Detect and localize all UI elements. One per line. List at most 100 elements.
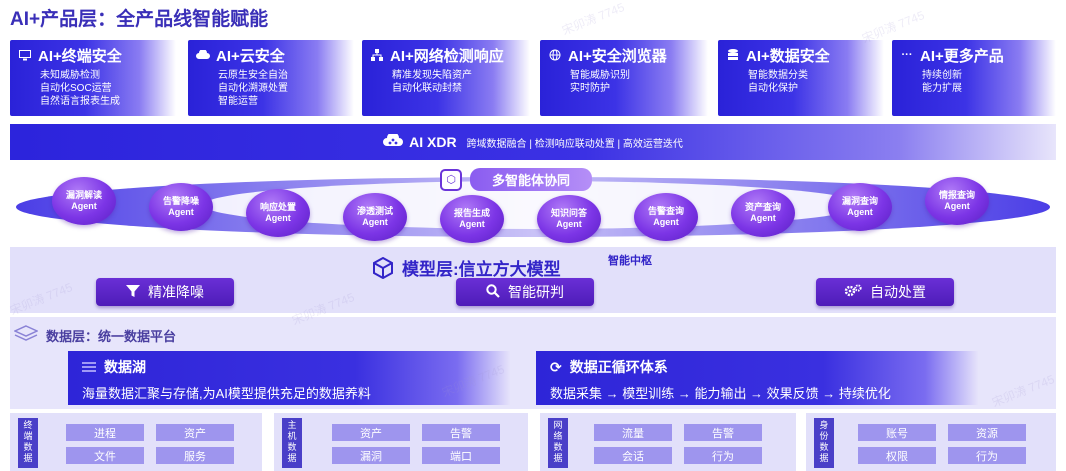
source-label: 主机数据 [282, 418, 302, 468]
source-chip[interactable]: 资产 [332, 424, 410, 441]
button-label: 智能研判 [508, 284, 564, 300]
xdr-subtitle: 跨域数据融合 | 检测响应联动处置 | 高效运营迭代 [466, 138, 683, 150]
product-feature: 自动化SOC运营 [40, 83, 112, 94]
model-layer: 模型层:信立方大模型 智能中枢 精准降噪 智能研判 自动处置 [10, 247, 1056, 313]
gears-icon [844, 283, 862, 301]
refresh-icon: ⟳ [550, 358, 562, 375]
product-feature: 自然语言报表生成 [40, 96, 120, 107]
agent-name: 情报查询 [938, 190, 975, 200]
product-feature: 实时防护 [570, 83, 610, 94]
source-chip[interactable]: 账号 [858, 424, 936, 441]
source-chip[interactable]: 漏洞 [332, 447, 410, 464]
source-chip[interactable]: 进程 [66, 424, 144, 441]
cloud-icon [196, 48, 210, 62]
agent-name: 报告生成 [453, 208, 490, 218]
smart-analysis-button[interactable]: 智能研判 [456, 278, 594, 306]
source-chip[interactable]: 流量 [594, 424, 672, 441]
agent-name: 知识问答 [550, 208, 587, 218]
data-lake-title: 数据湖 [104, 359, 146, 375]
product-name: AI+终端安全 [38, 47, 122, 65]
precise-denoise-button[interactable]: 精准降噪 [96, 278, 234, 306]
product-card-data[interactable]: AI+数据安全 智能数据分类自动化保护 [718, 40, 884, 116]
product-feature: 自动化溯源处置 [218, 83, 288, 94]
product-name: AI+数据安全 [746, 47, 830, 65]
product-feature: 自动化联动封禁 [392, 83, 462, 94]
product-feature: 精准发现失陷资产 [392, 70, 472, 81]
product-name: AI+更多产品 [920, 47, 1004, 65]
product-name: AI+云安全 [216, 47, 285, 65]
agent-name: 告警查询 [647, 206, 684, 216]
data-layer: 数据层：统一数据平台 数据湖 海量数据汇聚与存储,为AI模型提供充足的数据养料 … [10, 317, 1056, 409]
product-name: AI+网络检测响应 [390, 47, 504, 65]
source-chip[interactable]: 文件 [66, 447, 144, 464]
source-chip[interactable]: 服务 [156, 447, 234, 464]
button-label: 精准降噪 [148, 284, 204, 300]
layers-icon [13, 325, 39, 346]
product-feature: 持续创新 [922, 70, 962, 81]
network-icon [370, 48, 384, 62]
more-icon: ··· [901, 49, 913, 61]
product-card-browser[interactable]: AI+安全浏览器 智能威胁识别实时防护 [540, 40, 708, 116]
data-sources: 终端数据 进程 资产 文件 服务 主机数据 资产 告警 漏洞 端口 网络数据 流… [10, 413, 1056, 471]
page-title: AI+产品层：全产品线智能赋能 [10, 9, 269, 30]
data-layer-title: 数据层：统一数据平台 [46, 329, 177, 344]
data-lake-desc: 海量数据汇聚与存储,为AI模型提供充足的数据养料 [82, 386, 371, 401]
product-feature: 未知威胁检测 [40, 70, 100, 81]
source-chip[interactable]: 权限 [858, 447, 936, 464]
source-chip[interactable]: 告警 [422, 424, 500, 441]
auto-dispose-button[interactable]: 自动处置 [816, 278, 954, 306]
button-label: 自动处置 [870, 284, 926, 300]
database-icon [726, 48, 740, 62]
agent-suffix: Agent [168, 207, 194, 217]
source-chip[interactable]: 端口 [422, 447, 500, 464]
product-feature: 自动化保护 [748, 83, 798, 94]
monitor-icon [18, 48, 32, 62]
source-chip[interactable]: 行为 [948, 447, 1026, 464]
cloud-network-icon [383, 131, 404, 151]
agent-suffix: Agent [362, 217, 388, 227]
agent-suffix: Agent [653, 217, 679, 227]
xdr-title: AI XDR [409, 134, 457, 150]
network-data-group: 网络数据 流量 告警 会话 行为 [540, 413, 796, 471]
product-card-endpoint[interactable]: AI+终端安全 未知威胁检测自动化SOC运营自然语言报表生成 [10, 40, 176, 116]
data-lake-box: 数据湖 海量数据汇聚与存储,为AI模型提供充足的数据养料 [68, 351, 510, 405]
agent-suffix: Agent [847, 207, 873, 217]
source-label: 网络数据 [548, 418, 568, 468]
search-icon [486, 283, 500, 301]
product-card-cloud[interactable]: AI+云安全 云原生安全自治自动化溯源处置智能运营 [188, 40, 354, 116]
source-chip[interactable]: 资源 [948, 424, 1026, 441]
agent-suffix: Agent [556, 219, 582, 229]
multi-agent-label: 多智能体协同 [470, 168, 593, 191]
data-loop-box: ⟳数据正循环体系 数据采集 → 模型训练 → 能力输出 → 效果反馈 → 持续优… [536, 351, 978, 405]
product-card-ndr[interactable]: AI+网络检测响应 精准发现失陷资产自动化联动封禁 [362, 40, 530, 116]
source-label: 身份数据 [814, 418, 834, 468]
host-data-group: 主机数据 资产 告警 漏洞 端口 [274, 413, 528, 471]
model-layer-subtitle: 智能中枢 [608, 255, 652, 267]
product-feature: 智能运营 [218, 96, 258, 107]
source-chip[interactable]: 资产 [156, 424, 234, 441]
identity-data-group: 身份数据 账号 资源 权限 行为 [806, 413, 1056, 471]
source-chip[interactable]: 告警 [684, 424, 762, 441]
product-card-more[interactable]: ···AI+更多产品 持续创新能力扩展 [892, 40, 1056, 116]
agent-name: 告警降噪 [162, 196, 199, 206]
agent-suffix: Agent [459, 219, 485, 229]
multi-agent-header: ⬡ 多智能体协同 [440, 168, 593, 191]
watermark: 宋卯涛 7745 [559, 0, 627, 38]
source-chip[interactable]: 会话 [594, 447, 672, 464]
agent-name: 漏洞解读 [65, 190, 102, 200]
data-loop-title: 数据正循环体系 [569, 359, 668, 375]
globe-icon [548, 48, 562, 62]
cube-icon [372, 256, 394, 279]
source-chip[interactable]: 行为 [684, 447, 762, 464]
